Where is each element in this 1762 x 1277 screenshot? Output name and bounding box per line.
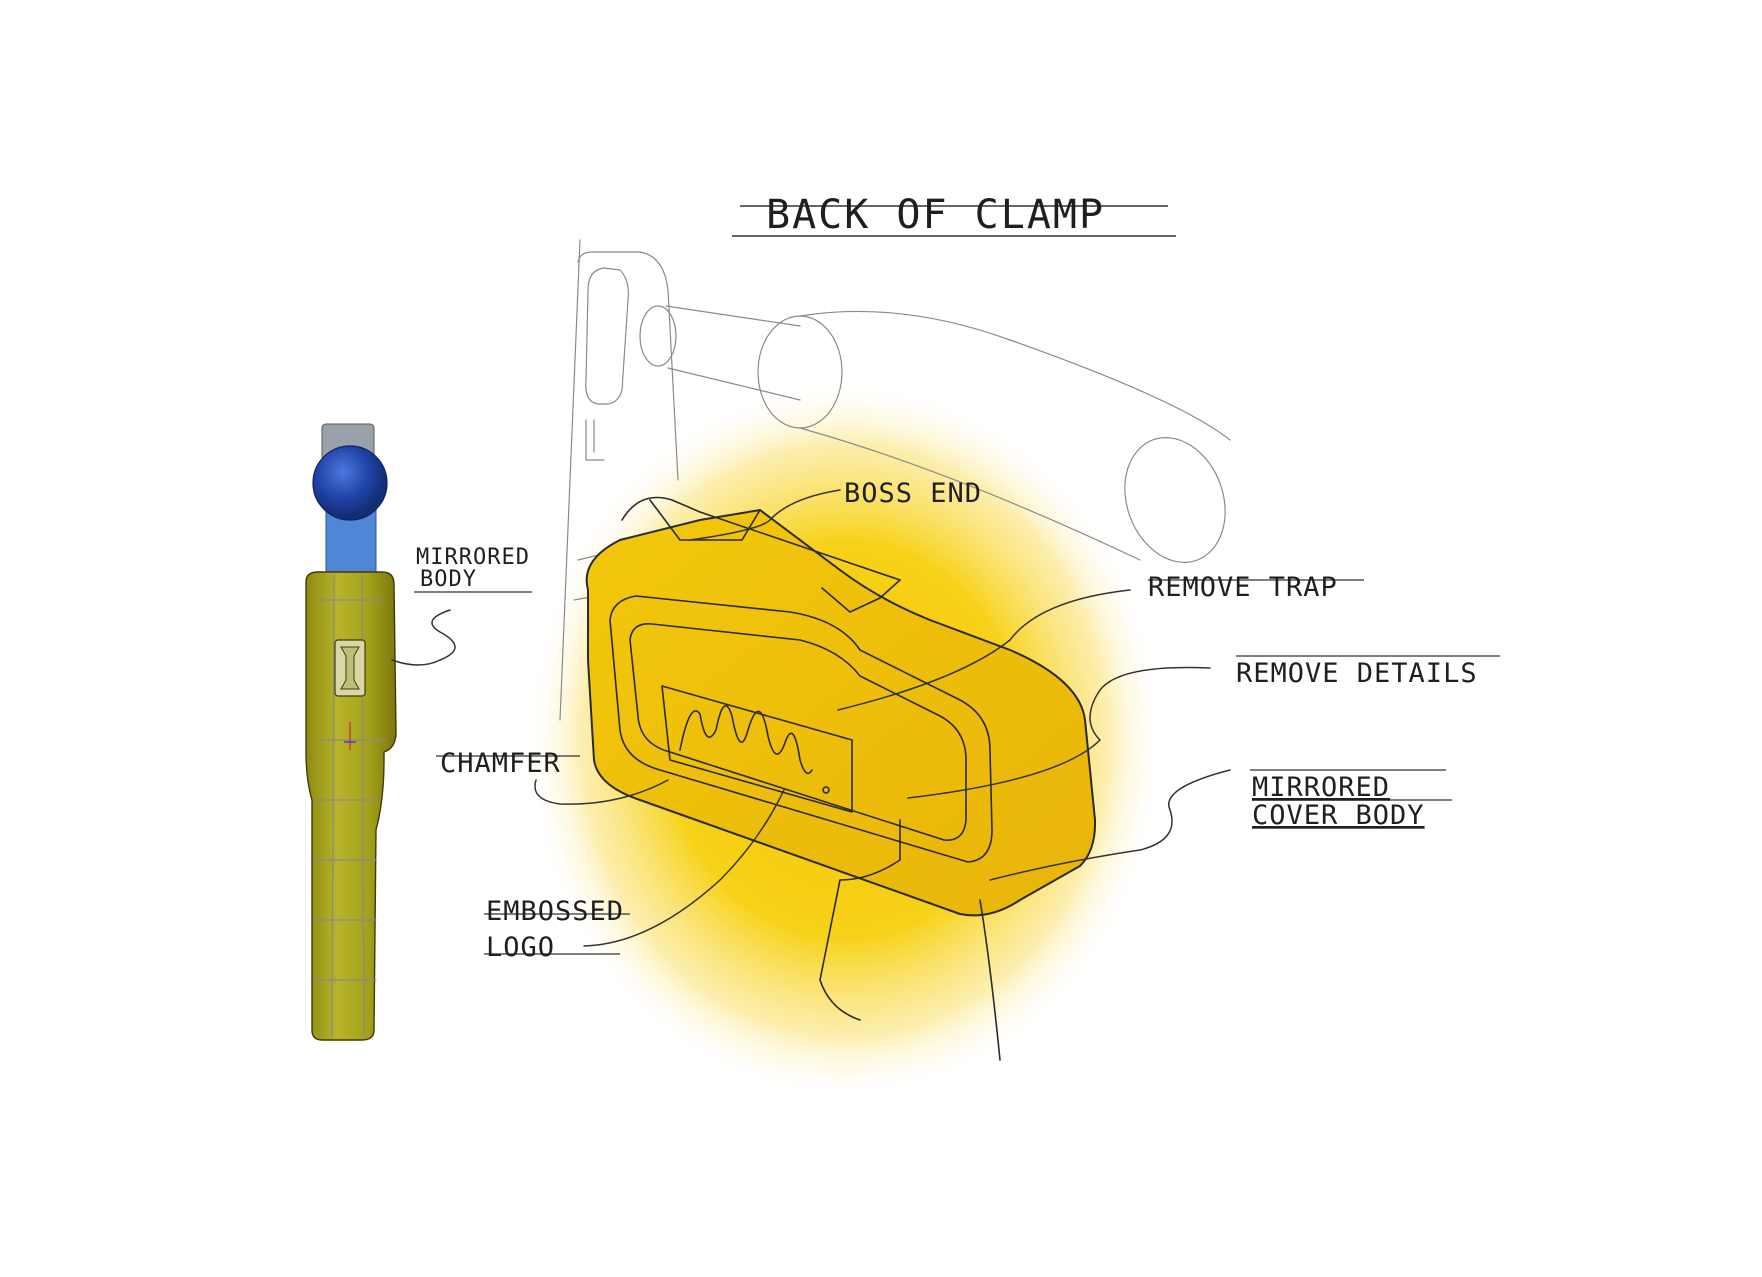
cad-side-view — [305, 423, 397, 1041]
leader-mirrored-cover-body — [989, 769, 1231, 881]
cad-blue-knob — [312, 445, 388, 521]
label-remove-trap: REMOVE TRAP — [1148, 572, 1338, 603]
title-underline — [732, 205, 1176, 237]
leader-chamfer — [534, 779, 669, 805]
label-boss-end: BOSS END — [844, 478, 982, 509]
cad-olive-body — [305, 571, 397, 1041]
clamp-cover-body — [585, 496, 1097, 1061]
leader-boss-end — [689, 489, 841, 541]
clamp-back-outline — [559, 239, 1231, 721]
label-embossed-logo-line2: LOGO — [486, 932, 555, 963]
label-remove-details: REMOVE DETAILS — [1236, 658, 1478, 689]
embossed-signature-logo — [679, 704, 813, 775]
label-mirrored-body-line2: BODY — [420, 567, 477, 592]
leader-embossed-logo — [583, 789, 785, 947]
leader-remove-details — [907, 666, 1211, 799]
leader-mirrored-body — [391, 609, 456, 666]
label-mirrored-cover-body-line1: MIRRORED — [1252, 772, 1390, 803]
label-mirrored-body-line1: MIRRORED — [416, 545, 530, 570]
leader-remove-trap — [837, 589, 1131, 711]
label-chamfer: CHAMFER — [440, 748, 561, 779]
label-mirrored-cover-body-line2: COVER BODY — [1252, 800, 1425, 831]
title-back-of-clamp: BACK OF CLAMP — [766, 192, 1105, 238]
label-embossed-logo-line1: EMBOSSED — [486, 896, 624, 927]
